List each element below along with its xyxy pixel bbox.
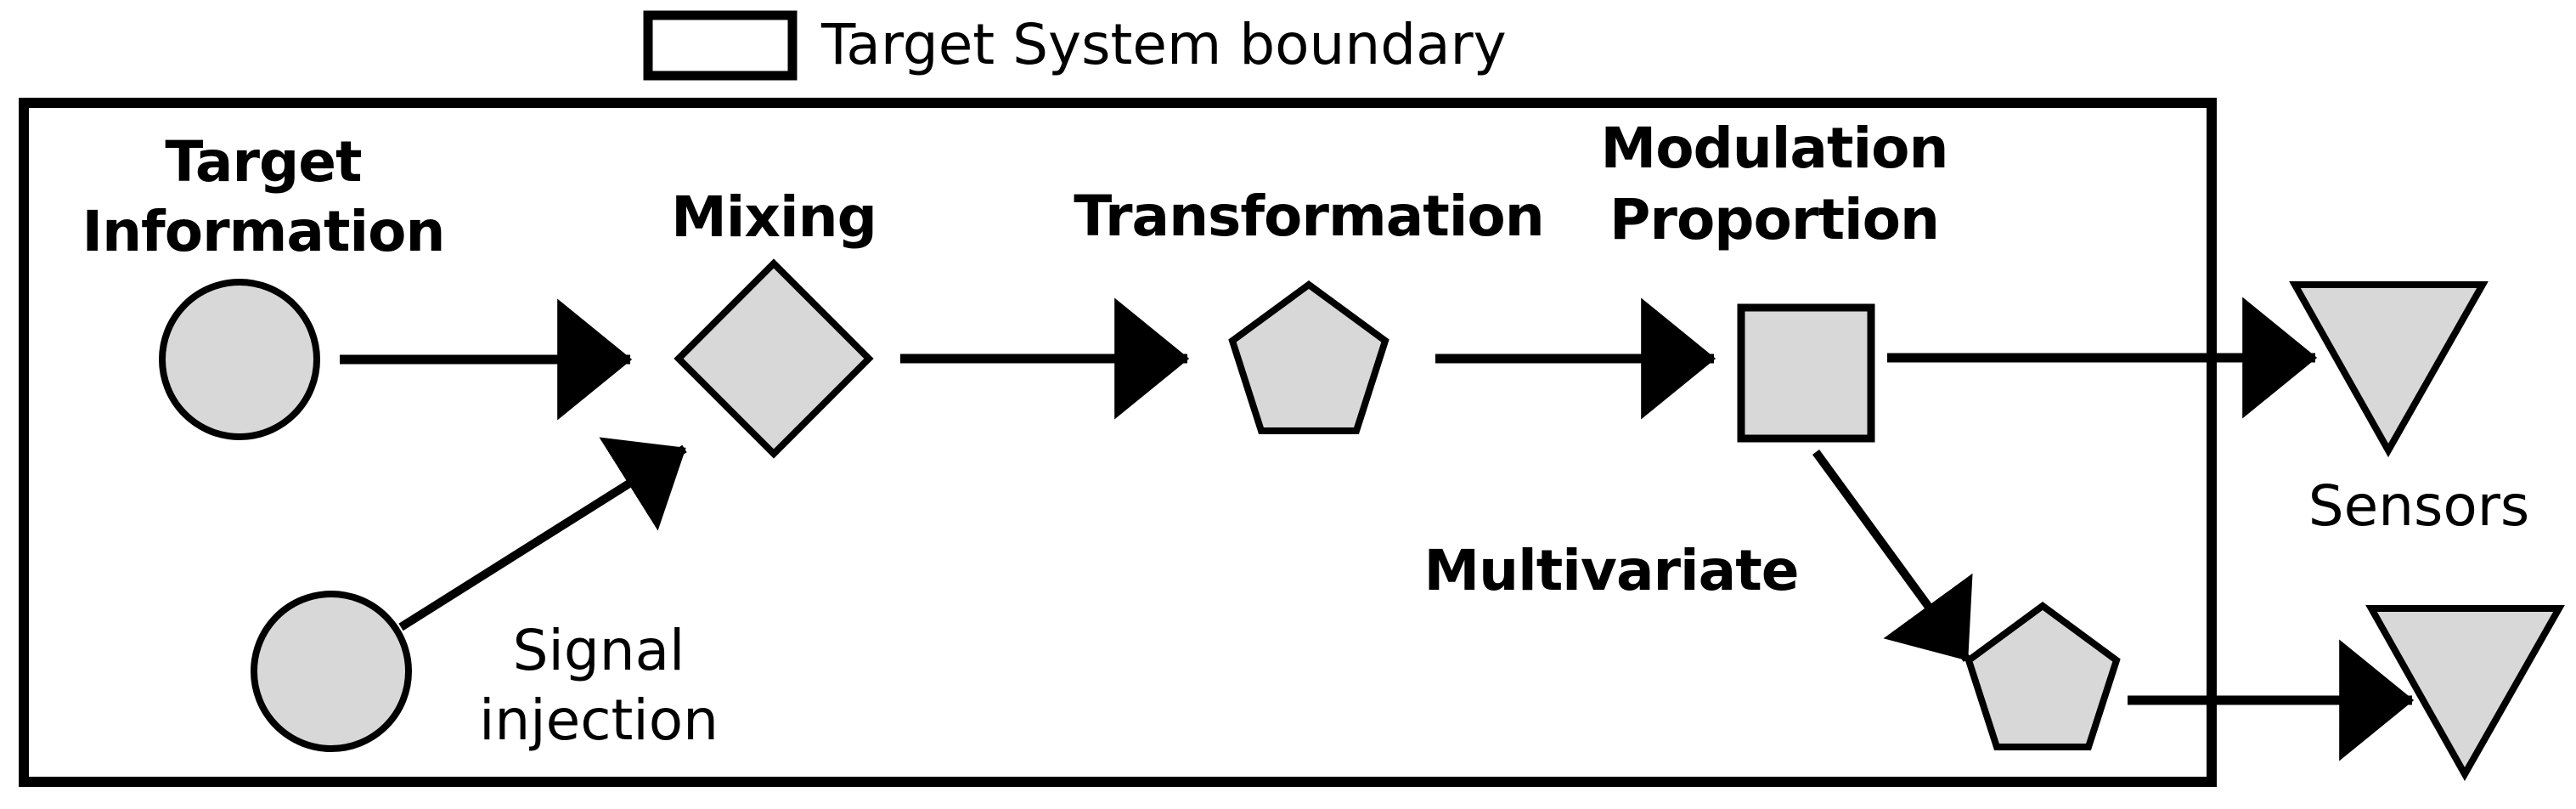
target-information-label-line2: Information (82, 199, 445, 264)
transformation-pentagon-icon (1228, 280, 1389, 434)
edge-modulation-proportion-to-multivariate (1812, 450, 1973, 662)
mixing-diamond-icon (674, 258, 874, 459)
target-information-label-line1: Target (165, 129, 362, 195)
sensor-2-triangle-icon (2365, 605, 2565, 782)
modulation-proportion-label-line2: Proportion (1609, 187, 1939, 252)
sensors-label: Sensors (2308, 473, 2530, 539)
legend-swatch-rectangle-icon (643, 10, 798, 81)
multivariate-label: Multivariate (1423, 538, 1798, 603)
modulation-proportion-square-icon (1737, 303, 1875, 443)
target-information-circle-icon (159, 279, 320, 440)
transformation-label: Transformation (1074, 184, 1544, 249)
edge-signal-injection-to-mixing (398, 437, 687, 631)
modulation-proportion-label-line1: Modulation (1601, 116, 1948, 181)
target-system-boundary-box (19, 98, 2217, 787)
multivariate-pentagon-icon (1964, 602, 2121, 750)
signal-injection-label-line2: injection (479, 687, 719, 753)
signal-injection-circle-icon (251, 591, 412, 752)
mixing-label: Mixing (671, 184, 877, 250)
signal-injection-label-line1: Signal (513, 618, 685, 683)
legend-label: Target System boundary (820, 12, 1507, 77)
sensor-1-triangle-icon (2289, 281, 2489, 458)
